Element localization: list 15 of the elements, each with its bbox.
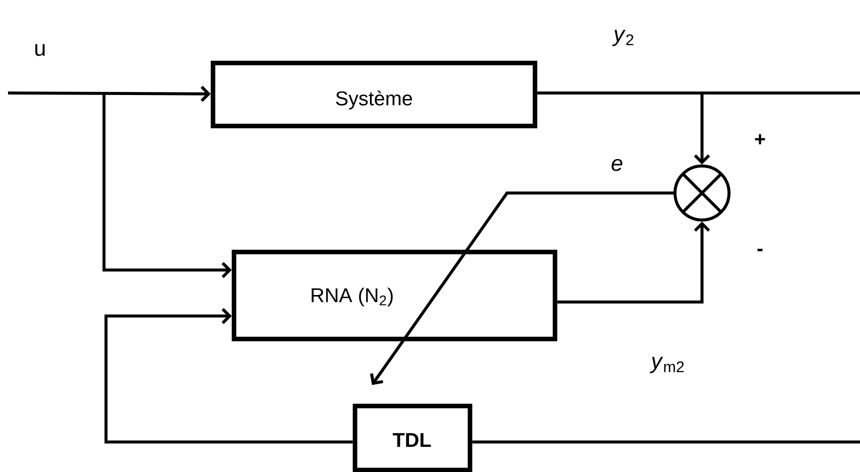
arrow xyxy=(104,308,353,444)
signal-label: e xyxy=(610,158,624,172)
block-box: RNA (N$_{2}$) xyxy=(232,250,558,342)
arrow xyxy=(102,93,232,278)
sign-label: - xyxy=(757,248,763,252)
block-box: Système xyxy=(210,60,538,128)
signal-label: u xyxy=(32,43,48,57)
arrow xyxy=(557,222,710,304)
arrow xyxy=(8,86,211,102)
signal-label: y$_{m2}$ xyxy=(650,356,686,374)
summing-junction xyxy=(674,164,730,222)
arrow xyxy=(370,192,674,385)
signal-label: y$_{2}$ xyxy=(612,28,636,48)
block-box: TDL xyxy=(352,404,472,472)
sign-label: + xyxy=(755,134,766,144)
